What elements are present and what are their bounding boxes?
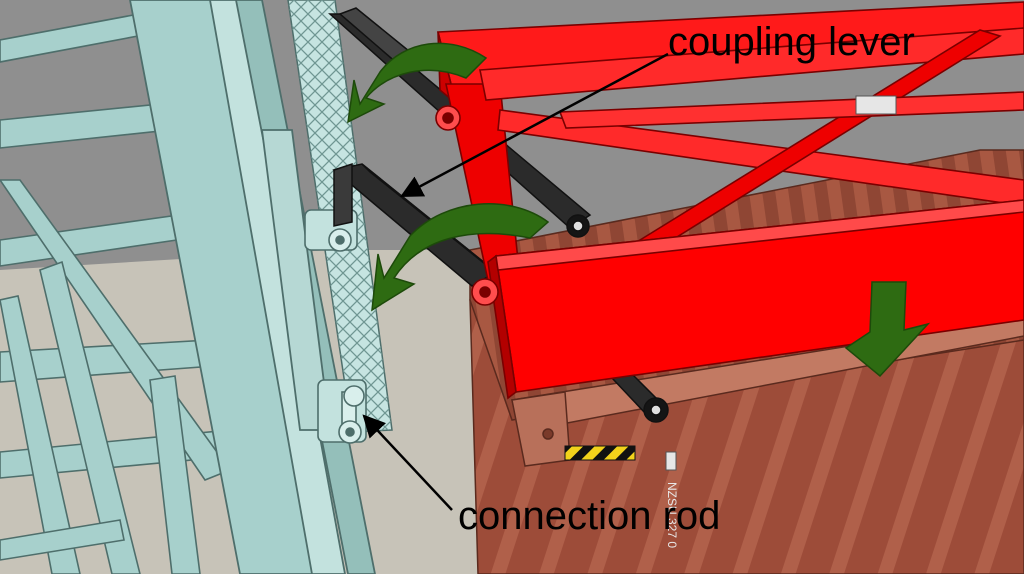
curved-arrow-icon <box>347 42 488 124</box>
connection-rod-pointer <box>362 414 453 511</box>
coupling-lever-label: coupling lever <box>668 20 915 64</box>
container-marking: NZSU 327 0 <box>665 482 679 548</box>
coupling-lever-pointer <box>400 52 669 198</box>
curved-arrow-icon <box>371 203 550 312</box>
arrow-down-icon <box>844 281 931 378</box>
connection-rod-label: connection rod <box>458 494 721 538</box>
connection-rod-hinge <box>317 379 367 444</box>
